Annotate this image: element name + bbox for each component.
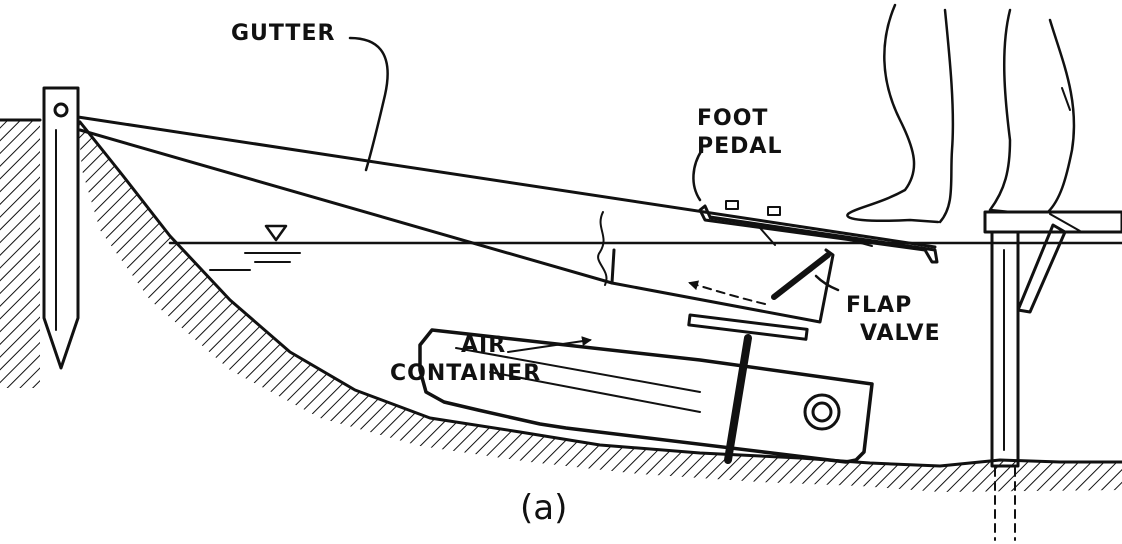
foot-pedal-label: FOOT PEDAL: [697, 105, 782, 161]
foot-pedal-label-line2: PEDAL: [697, 134, 783, 159]
leader-lines: [348, 36, 840, 353]
figure-caption: (a): [520, 488, 567, 528]
flap-valve-label: FLAP VALVE: [846, 292, 941, 348]
stake-bolt-icon: [53, 102, 69, 118]
foot-pedal-label-line1: FOOT: [697, 106, 769, 131]
air-container-label-line2: CONTAINER: [390, 361, 542, 386]
person-legs: [846, 3, 1076, 224]
flap-valve-label-line1: FLAP: [846, 293, 913, 318]
dock: [983, 210, 1122, 541]
gutter-label: GUTTER: [231, 20, 335, 48]
air-container-label-line1: AIR: [461, 333, 507, 358]
ground-surface: [0, 118, 1122, 468]
stake: [42, 86, 80, 370]
air-container: [418, 313, 874, 464]
water-surface: [168, 224, 1122, 271]
water-level-icon: [264, 224, 288, 242]
foot-pedal: [698, 200, 939, 264]
flap-valve: [610, 248, 835, 324]
soil-hatching: [0, 120, 1122, 492]
air-container-label: AIR CONTAINER: [390, 332, 541, 388]
flap-valve-label-line2: VALVE: [860, 321, 941, 346]
container-cap-icon: [803, 393, 841, 431]
gutter-label-text: GUTTER: [231, 21, 336, 46]
gutter: [76, 115, 937, 286]
figure-caption-text: (a): [520, 488, 568, 528]
